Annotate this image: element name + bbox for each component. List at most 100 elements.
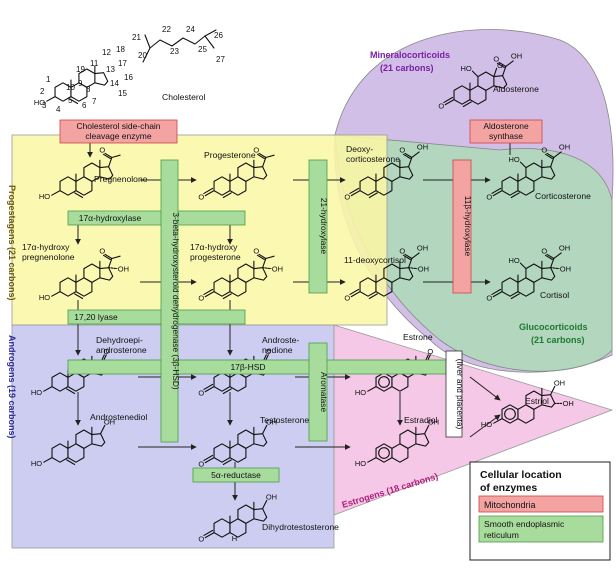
mol-cortisol-oh11: HO — [508, 256, 519, 265]
label-hydroxyprogesterone-2: progesterone — [190, 252, 241, 262]
lyase-label: 17,20 lyase — [74, 312, 118, 322]
hydroxylase17-label: 17α-hydroxylase — [79, 213, 142, 223]
mol-testosterone-o3: O — [198, 459, 204, 468]
legend-er-swatch — [478, 515, 604, 543]
label-androstenedione-1: Androste- — [262, 335, 299, 345]
chol-num-7: 7 — [92, 97, 97, 106]
mol-estrone-ho: HO — [355, 388, 366, 397]
mol-cortisol-o3: O — [486, 293, 492, 302]
label-deoxycorticosterone-2: corticosterone — [346, 154, 400, 164]
mol-deoxycortisol-o20: O — [399, 246, 405, 255]
mol-hydroxypregnenolone-oh17: OH — [118, 264, 129, 273]
mineralocorticoids-label: Mineralocorticoids — [370, 50, 450, 60]
enzyme-17b-hsd: 17β-HSD — [67, 359, 449, 375]
glucocorticoids-carbons: (21 carbons) — [531, 335, 585, 345]
mol-deoxycortisol-oh21: OH — [417, 244, 428, 253]
label-dhea-2: androsterone — [96, 345, 147, 355]
mol-aldosterone-oh11: HO — [460, 64, 471, 73]
mol-hydroxyprogesterone-oh17: OH — [272, 264, 283, 273]
mol-dhea-o17: O — [103, 347, 109, 356]
mol-hydroxypregnenolone-o20: O — [99, 246, 105, 255]
label-cholesterol: Cholesterol — [162, 92, 206, 102]
label-testosterone: Testosterone — [260, 415, 309, 425]
label-pregnenolone: Pregnenolone — [94, 174, 148, 184]
chol-num-23: 23 — [170, 47, 179, 56]
mineralocorticoids-carbons: (21 carbons) — [380, 63, 434, 73]
mol-cholesterol-core: HO — [34, 65, 109, 107]
chol-num-8: 8 — [86, 85, 91, 94]
label-aldosterone: Aldosterone — [493, 84, 539, 94]
mol-corticosterone-oh11: HO — [508, 155, 519, 164]
chol-num-27: 27 — [216, 55, 225, 64]
label-androstenediol: Androstenediol — [90, 412, 147, 422]
aldosterone-synthase-line-2: synthase — [489, 131, 523, 141]
mol-androstenediol-oh17b: OH — [104, 417, 115, 426]
hydroxylase11b-label: 11β-hydroxylase — [463, 196, 473, 257]
mol-aldosterone-oh21: OH — [511, 52, 522, 61]
legend-mitochondria: Mitochondria — [484, 500, 536, 510]
chol-num-14: 14 — [110, 79, 119, 88]
chol-num-18: 18 — [116, 45, 125, 54]
legend-er-line-2: reticulum — [484, 530, 519, 540]
progestagens-label: Progestagens (21 carbons) — [7, 185, 17, 301]
hsd3b-label: 3-beta-hydroxysteroid dehydrogenase (3β-… — [171, 212, 181, 389]
liver-placenta-label: (liver and placenta) — [455, 359, 465, 430]
reductase5a-label: 5α-reductase — [211, 470, 261, 480]
enzyme-liver-placenta: (liver and placenta) — [445, 350, 465, 438]
mol-corticosterone-oh21: OH — [559, 143, 570, 152]
enzyme-21-hydroxylase: 21-hydroxylase — [308, 159, 329, 294]
chol-num-26: 26 — [214, 31, 223, 40]
mol-androstenediol-ho: HO — [31, 459, 42, 468]
enzyme-17a-hydroxylase: 17α-hydroxylase — [67, 210, 246, 226]
mol-cortisol-oh17: OH — [560, 264, 571, 273]
mol-androstenedione-o17: O — [265, 347, 271, 356]
label-hydroxypregnenolone-1: 17α-hydroxy — [22, 242, 70, 252]
label-androstenedione-2: nedione — [262, 345, 293, 355]
label-corticosterone: Corticosterone — [535, 191, 591, 201]
aldosterone-synthase-line-1: Aldosterone — [483, 121, 529, 131]
enzyme-5a-reductase: 5α-reductase — [192, 467, 280, 483]
chol-num-20: 20 — [138, 51, 147, 60]
label-hydroxypregnenolone-2: pregnenolone — [22, 252, 75, 262]
compound-labels: Cholesterol Pregnenolone Progesterone De… — [22, 84, 591, 532]
mol-deoxycorticosterone-oh21: OH — [417, 143, 428, 152]
mol-cortisol-oh21: OH — [559, 244, 570, 253]
enzyme-side-chain-cleavage: Cholesterol side-chain cleavage enzyme — [59, 119, 178, 144]
mol-deoxycortisol-oh17: OH — [418, 264, 429, 273]
mol-dht-oh17b: OH — [266, 492, 277, 501]
mol-testosterone-oh17b: OH — [266, 417, 277, 426]
aromatase-label: Aromatase — [319, 372, 329, 413]
mol-dht-o3: O — [198, 534, 204, 543]
chol-num-16: 16 — [124, 73, 133, 82]
chol-num-1: 1 — [46, 75, 51, 84]
chol-num-2: 2 — [40, 87, 45, 96]
label-dht: Dihydrotestosterone — [262, 522, 339, 532]
mol-progesterone: OO — [198, 145, 275, 201]
chol-num-4: 4 — [56, 105, 61, 114]
chol-num-11: 11 — [90, 59, 99, 68]
mol-deoxycorticosterone-o20: O — [399, 145, 405, 154]
mol-pregnenolone-ho: HO — [39, 192, 50, 201]
mol-pregnenolone-o20: O — [99, 145, 105, 154]
mol-aldosterone-o20: O — [493, 54, 499, 63]
chol-num-10: 10 — [66, 83, 75, 92]
enzyme-3b-hsd: 3-beta-hydroxysteroid dehydrogenase (3β-… — [160, 159, 181, 443]
hsd17b-label: 17β-HSD — [230, 362, 265, 372]
mol-corticosterone-o3: O — [486, 192, 492, 201]
side-chain-line-2: cleavage enzyme — [85, 131, 151, 141]
enzyme-aromatase: Aromatase — [308, 342, 329, 442]
mol-androstenedione-o3: O — [198, 388, 204, 397]
chol-num-13: 13 — [106, 65, 115, 74]
mol-estriol-oh17: OH — [554, 378, 565, 387]
mol-progesterone-o3: O — [198, 192, 204, 201]
mol-dht-h5: H — [232, 534, 237, 543]
chol-num-24: 24 — [186, 25, 195, 34]
mol-hydroxyprogesterone-o3: O — [198, 293, 204, 302]
legend-title-line-1: Cellular location — [480, 469, 562, 481]
label-dhea-1: Dehydroepi- — [96, 335, 143, 345]
chol-num-15: 15 — [118, 89, 127, 98]
